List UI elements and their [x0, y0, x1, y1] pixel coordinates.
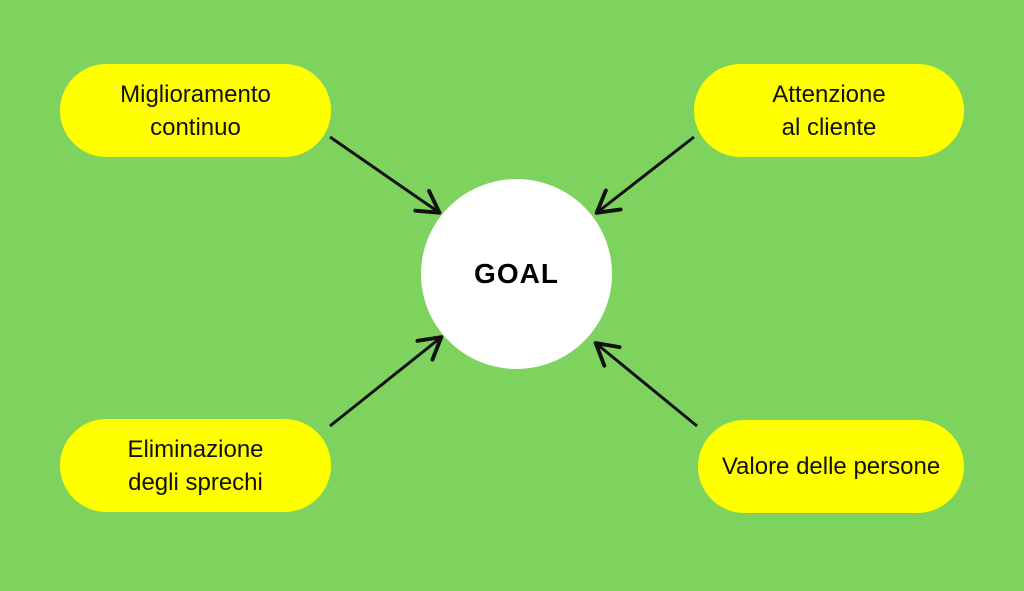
node-label-line: Miglioramento — [120, 80, 271, 108]
node-label-line: al cliente — [781, 113, 877, 141]
goal-circle: GOAL — [421, 179, 612, 369]
arrow-top-left — [329, 135, 442, 215]
node-attenzione-al-cliente: Attenzione al cliente — [694, 64, 964, 157]
node-label-line: degli sprechi — [128, 468, 263, 496]
node-label-line: Valore delle persone — [721, 453, 941, 480]
goal-label: GOAL — [474, 258, 559, 289]
node-label-line: continuo — [150, 113, 241, 141]
arrow-bottom-right — [593, 341, 698, 428]
node-valore-delle-persone: Valore delle persone — [698, 420, 964, 513]
node-miglioramento-continuo: Miglioramento continuo — [60, 64, 331, 157]
node-label-line: Eliminazione — [127, 435, 264, 463]
arrow-bottom-left — [329, 335, 444, 428]
node-eliminazione-degli-sprechi: Eliminazione degli sprechi — [60, 419, 331, 512]
arrow-top-right — [594, 135, 695, 215]
node-label-line: Attenzione — [772, 80, 886, 108]
